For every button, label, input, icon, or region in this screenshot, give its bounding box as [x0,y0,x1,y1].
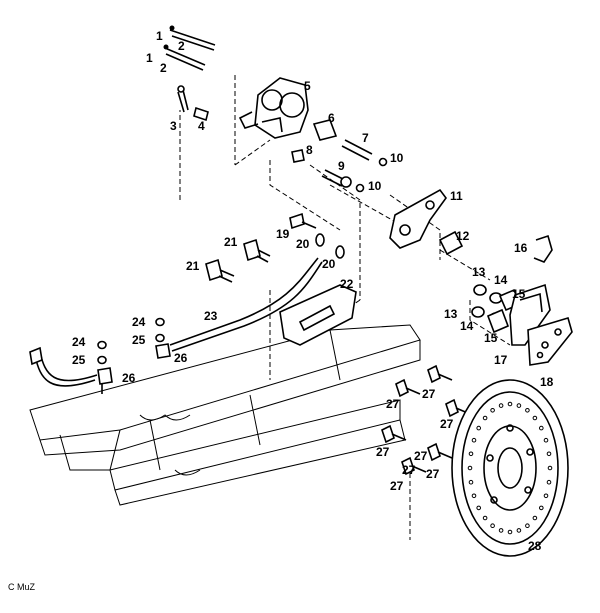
callout-11: 11 [450,189,463,203]
brake-caliper [238,77,309,139]
callout-10b: 10 [368,179,382,193]
disc-vent-hole [532,415,538,421]
bracket-bolts [205,238,271,283]
disc-vent-hole [516,528,522,533]
callout-21b: 21 [186,259,200,273]
callout-15a: 15 [512,287,526,301]
disc-vent-hole [490,523,495,529]
callout-12: 12 [456,229,470,243]
disc-vent-hole [468,451,474,457]
disc-vent-hole [490,408,495,413]
callout-13a: 13 [472,265,486,279]
callout-8: 8 [306,143,313,157]
callout-21a: 21 [224,235,238,249]
callout-24a: 24 [132,315,146,329]
callout-1a: 1 [156,29,163,43]
callout-1b: 1 [146,51,153,65]
disc-vent-holes [467,401,553,535]
callout-25a: 25 [132,333,146,347]
callout-3: 3 [170,119,177,133]
disc-vent-hole [539,425,544,431]
disc-vent-hole [476,505,482,511]
callout-labels: 1 2 1 2 3 4 5 6 7 8 9 10 10 11 12 16 13 … [72,29,554,553]
disc-vent-hole [543,493,549,499]
callout-7: 7 [362,131,369,145]
disc-vent-hole [507,529,513,535]
callout-24b: 24 [72,335,86,349]
brake-pads [509,283,573,366]
callout-14a: 14 [494,273,508,287]
callout-19: 19 [276,227,290,241]
callout-17: 17 [494,353,508,367]
disc-vent-hole [525,523,530,529]
sleeve [438,230,464,256]
callout-10a: 10 [390,151,404,165]
disc-vent-hole [482,415,488,421]
disc-vent-hole [498,528,504,533]
torque-bracket [279,284,357,346]
disc-vent-hole [516,403,522,408]
callout-27e: 27 [414,449,428,463]
callout-22: 22 [340,277,354,291]
callout-26b: 26 [122,371,136,385]
disc-vent-hole [498,403,504,408]
callout-20a: 20 [296,237,310,251]
callout-28: 28 [528,539,542,553]
callout-13b: 13 [444,307,458,321]
callout-5: 5 [304,79,311,93]
disc-vent-hole [482,515,488,521]
disc-vent-hole [468,479,474,485]
callout-16: 16 [514,241,528,255]
callout-23: 23 [204,309,218,323]
disc-vent-hole [471,437,477,443]
disc-bolts [381,364,471,476]
callout-2b: 2 [160,61,167,75]
callout-18: 18 [540,375,554,389]
disc-vent-hole [507,401,513,407]
disc-vent-hole [546,479,552,485]
swing-arm [29,324,421,506]
disc-vent-hole [543,437,549,443]
caliper-bolts [163,25,216,71]
callout-27h: 27 [402,463,416,477]
callout-27c: 27 [440,417,454,431]
disc-vent-hole [532,515,538,521]
callout-2a: 2 [178,39,185,53]
callout-4: 4 [198,119,205,133]
disc-vent-hole [525,408,530,413]
disc-vent-hole [471,493,477,499]
callout-6: 6 [328,111,335,125]
copyright-notice: C MuZ [8,582,36,592]
callout-27d: 27 [376,445,390,459]
callout-9: 9 [338,159,345,173]
brake-hose [29,257,323,387]
callout-20b: 20 [322,257,336,271]
callout-15b: 15 [484,331,498,345]
caliper-pins [291,119,388,193]
caliper-bracket [389,188,447,249]
disc-vent-hole [539,505,544,511]
disc-vent-hole [547,465,553,471]
hose-fittings [97,317,171,394]
callout-25b: 25 [72,353,86,367]
bleed-valve [177,85,209,122]
brake-disc [451,379,569,557]
callout-27f: 27 [426,467,440,481]
callout-27b: 27 [386,397,400,411]
pad-spring [533,234,553,263]
disc-vent-hole [476,425,482,431]
callout-27a: 27 [422,387,436,401]
disc-vent-hole [546,451,552,457]
callout-14b: 14 [460,319,474,333]
callout-27g: 27 [390,479,404,493]
banjo-bolt [289,212,345,259]
callout-26a: 26 [174,351,188,365]
disc-vent-hole [467,465,473,471]
